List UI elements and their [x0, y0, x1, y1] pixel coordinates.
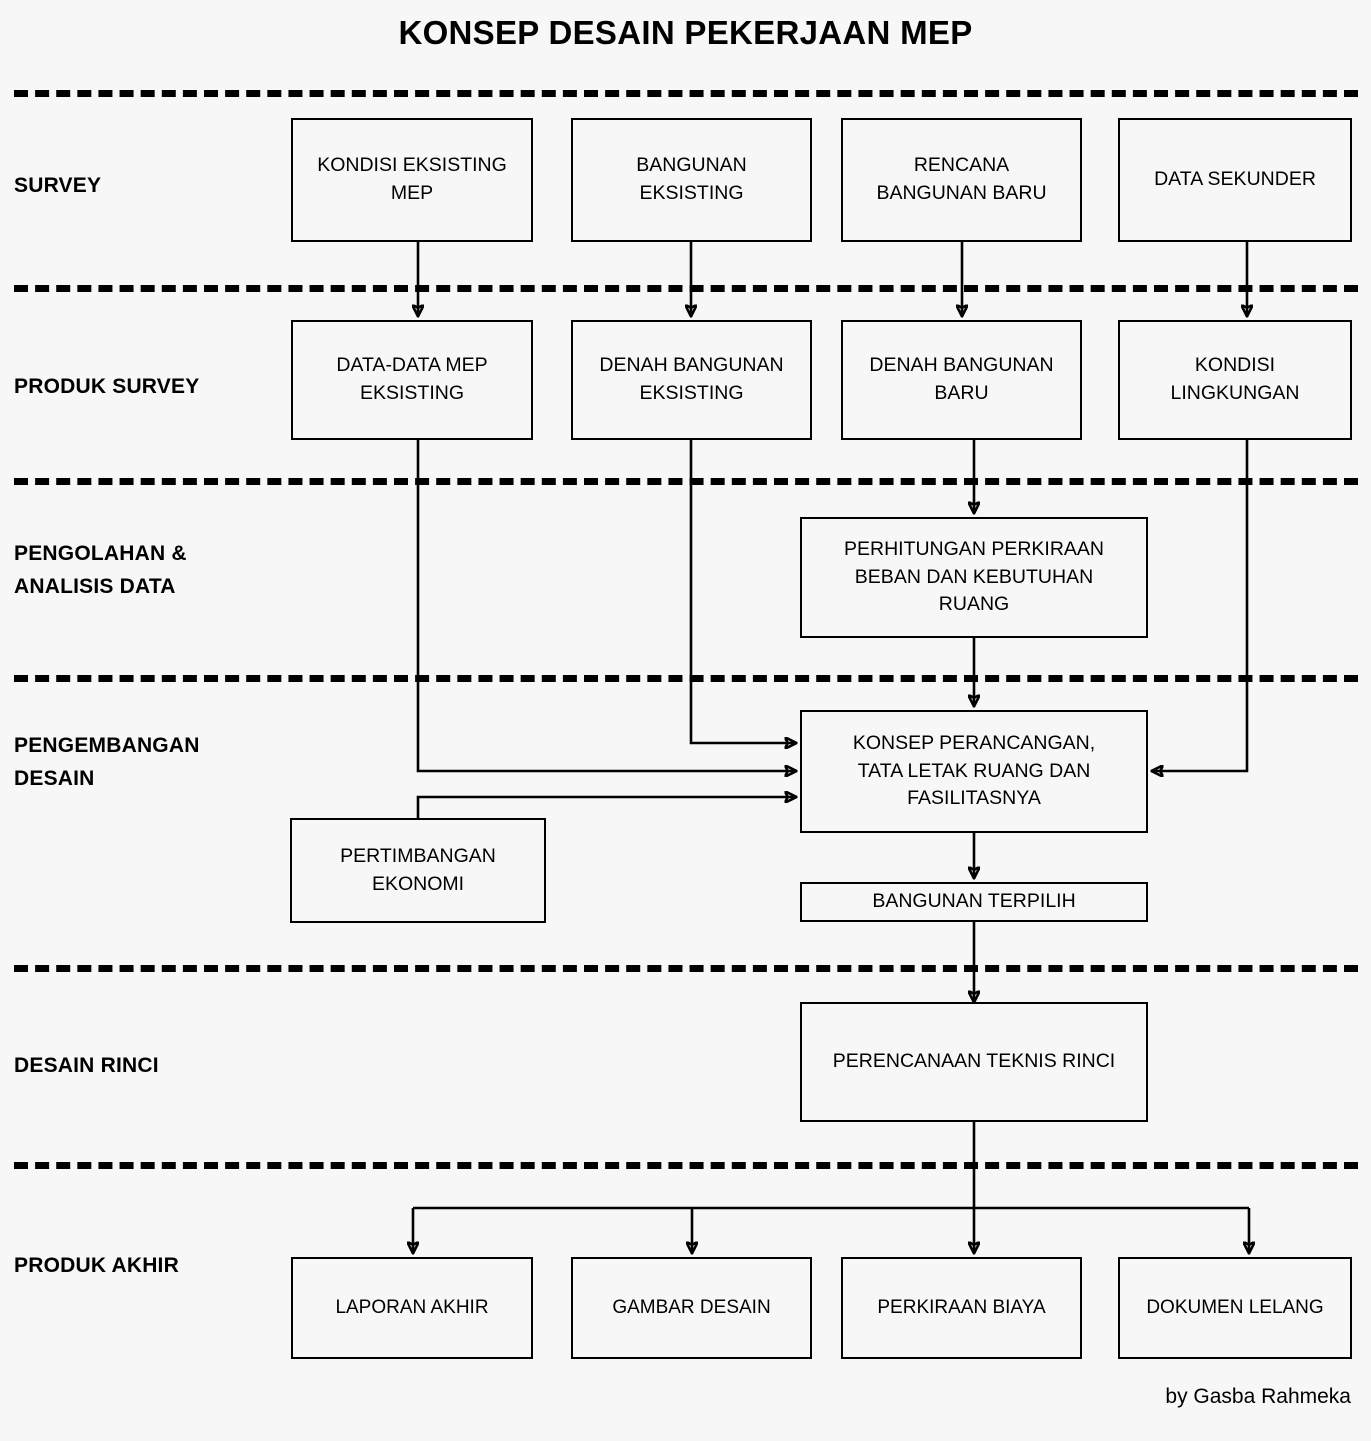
stage-divider-5: [14, 965, 1358, 972]
page-title: KONSEP DESAIN PEKERJAAN MEP: [398, 14, 973, 51]
wire-kondisi-lingkungan-to-konsep: [1152, 440, 1249, 771]
node-konsep-perancangan[interactable]: KONSEP PERANCANGAN, TATA LETAK RUANG DAN…: [800, 710, 1148, 833]
stage-label-produk-survey: PRODUK SURVEY: [14, 375, 200, 398]
node-perkiraan-biaya[interactable]: PERKIRAAN BIAYA: [841, 1257, 1082, 1359]
stage-label-desain-rinci: DESAIN RINCI: [14, 1054, 159, 1077]
node-kondisi-lingkungan[interactable]: KONDISI LINGKUNGAN: [1118, 320, 1352, 440]
stage-label-survey: SURVEY: [14, 174, 102, 197]
node-gambar-desain[interactable]: GAMBAR DESAIN: [571, 1257, 812, 1359]
stage-label-pengolahan-analisis-data: PENGOLAHAN & ANALISIS DATA: [14, 542, 187, 598]
stage-divider-6: [14, 1162, 1358, 1169]
stage-divider-3: [14, 478, 1358, 485]
stage-divider-1: [14, 90, 1358, 97]
node-pertimbangan-ekonomi[interactable]: PERTIMBANGAN EKONOMI: [290, 818, 546, 923]
node-data-data-mep-eksisting[interactable]: DATA-DATA MEP EKSISTING: [291, 320, 533, 440]
node-bangunan-eksisting[interactable]: BANGUNAN EKSISTING: [571, 118, 812, 242]
wire-denah-eksisting-to-konsep: [689, 440, 796, 743]
node-denah-bangunan-eksisting[interactable]: DENAH BANGUNAN EKSISTING: [571, 320, 812, 440]
node-perencanaan-teknis-rinci[interactable]: PERENCANAAN TEKNIS RINCI: [800, 1002, 1148, 1122]
wire-data-mep-to-konsep: [416, 440, 796, 771]
node-rencana-bangunan-baru[interactable]: RENCANA BANGUNAN BARU: [841, 118, 1082, 242]
node-data-sekunder[interactable]: DATA SEKUNDER: [1118, 118, 1352, 242]
stage-divider-4: [14, 675, 1358, 682]
node-kondisi-eksisting-mep[interactable]: KONDISI EKSISTING MEP: [291, 118, 533, 242]
author-credit: by Gasba Rahmeka: [1165, 1385, 1351, 1408]
wire-pertimbangan-to-konsep: [416, 797, 796, 818]
node-laporan-akhir[interactable]: LAPORAN AKHIR: [291, 1257, 533, 1359]
node-perhitungan-perkiraan-beban[interactable]: PERHITUNGAN PERKIRAAN BEBAN DAN KEBUTUHA…: [800, 517, 1148, 638]
node-bangunan-terpilih[interactable]: BANGUNAN TERPILIH: [800, 882, 1148, 922]
node-dokumen-lelang[interactable]: DOKUMEN LELANG: [1118, 1257, 1352, 1359]
stage-label-produk-akhir: PRODUK AKHIR: [14, 1254, 179, 1277]
node-denah-bangunan-baru[interactable]: DENAH BANGUNAN BARU: [841, 320, 1082, 440]
stage-label-pengembangan-desain: PENGEMBANGAN DESAIN: [14, 734, 200, 790]
stage-divider-2: [14, 285, 1358, 292]
